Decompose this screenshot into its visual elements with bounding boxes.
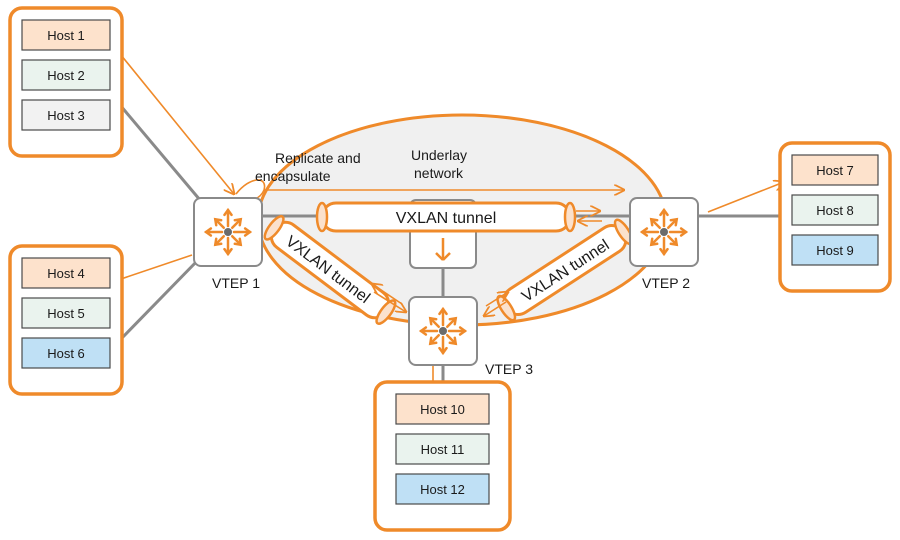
host-box: Host 5 xyxy=(21,297,111,329)
vxlan-tunnel-1-2: VXLAN tunnel xyxy=(315,201,577,233)
host-group-a: Host 1 Host 2 Host 3 xyxy=(8,6,124,158)
host-label: Host 2 xyxy=(47,68,85,83)
host-box: Host 1 xyxy=(21,19,111,51)
vtep-1-label: VTEP 1 xyxy=(212,275,260,291)
host-label: Host 10 xyxy=(420,402,465,417)
switch-arrows-icon xyxy=(639,207,689,257)
vtep-3-switch xyxy=(408,296,478,366)
host-box: Host 8 xyxy=(791,194,879,226)
host-box: Host 4 xyxy=(21,257,111,289)
link-grpb-vtep1 xyxy=(118,256,202,342)
arrow-t23-in xyxy=(484,301,507,316)
host-label: Host 8 xyxy=(816,203,854,218)
vtep-2-label: VTEP 2 xyxy=(642,275,690,291)
switch-arrows-icon xyxy=(203,207,253,257)
host-box: Host 2 xyxy=(21,59,111,91)
host-label: Host 3 xyxy=(47,108,85,123)
host-box: Host 11 xyxy=(395,433,490,465)
host-group-b: Host 4 Host 5 Host 6 xyxy=(8,244,124,396)
host-label: Host 11 xyxy=(421,442,465,457)
arrow-vtep1-to-host4 xyxy=(112,254,193,282)
host-box: Host 7 xyxy=(791,154,879,186)
tunnel-label: VXLAN tunnel xyxy=(396,210,497,227)
link-grpa-vtep1 xyxy=(118,104,202,201)
host-group-c: Host 7 Host 8 Host 9 xyxy=(778,141,892,293)
vtep-3-label: VTEP 3 xyxy=(485,361,533,377)
switch-arrows-icon xyxy=(418,306,468,356)
host-label: Host 12 xyxy=(420,482,465,497)
host-label: Host 5 xyxy=(47,306,85,321)
host-label: Host 4 xyxy=(47,266,85,281)
vtep-2-switch xyxy=(629,197,699,267)
host-box: Host 9 xyxy=(791,234,879,266)
replicate-label-line2: encapsulate xyxy=(255,168,331,184)
host-box: Host 12 xyxy=(395,473,490,505)
host-label: Host 1 xyxy=(47,28,85,43)
arrow-vtep2-to-host7 xyxy=(707,182,784,213)
host-label: Host 7 xyxy=(816,163,854,178)
host-label: Host 6 xyxy=(47,346,85,361)
vtep-1-switch xyxy=(193,197,263,267)
underlay-label-line2: network xyxy=(414,165,464,181)
underlay-label-line1: Underlay xyxy=(411,147,467,163)
replicate-label-line1: Replicate and xyxy=(275,150,361,166)
host-box: Host 6 xyxy=(21,337,111,369)
arrow-t13-in xyxy=(373,291,406,312)
host-label: Host 9 xyxy=(816,243,854,258)
arrow-host1-to-vtep1 xyxy=(111,43,234,194)
host-group-d: Host 10 Host 11 Host 12 xyxy=(373,380,512,532)
host-box: Host 10 xyxy=(395,393,490,425)
host-box: Host 3 xyxy=(21,99,111,131)
arrow-t13-out xyxy=(372,284,403,305)
arrow-t23-out xyxy=(485,292,508,307)
